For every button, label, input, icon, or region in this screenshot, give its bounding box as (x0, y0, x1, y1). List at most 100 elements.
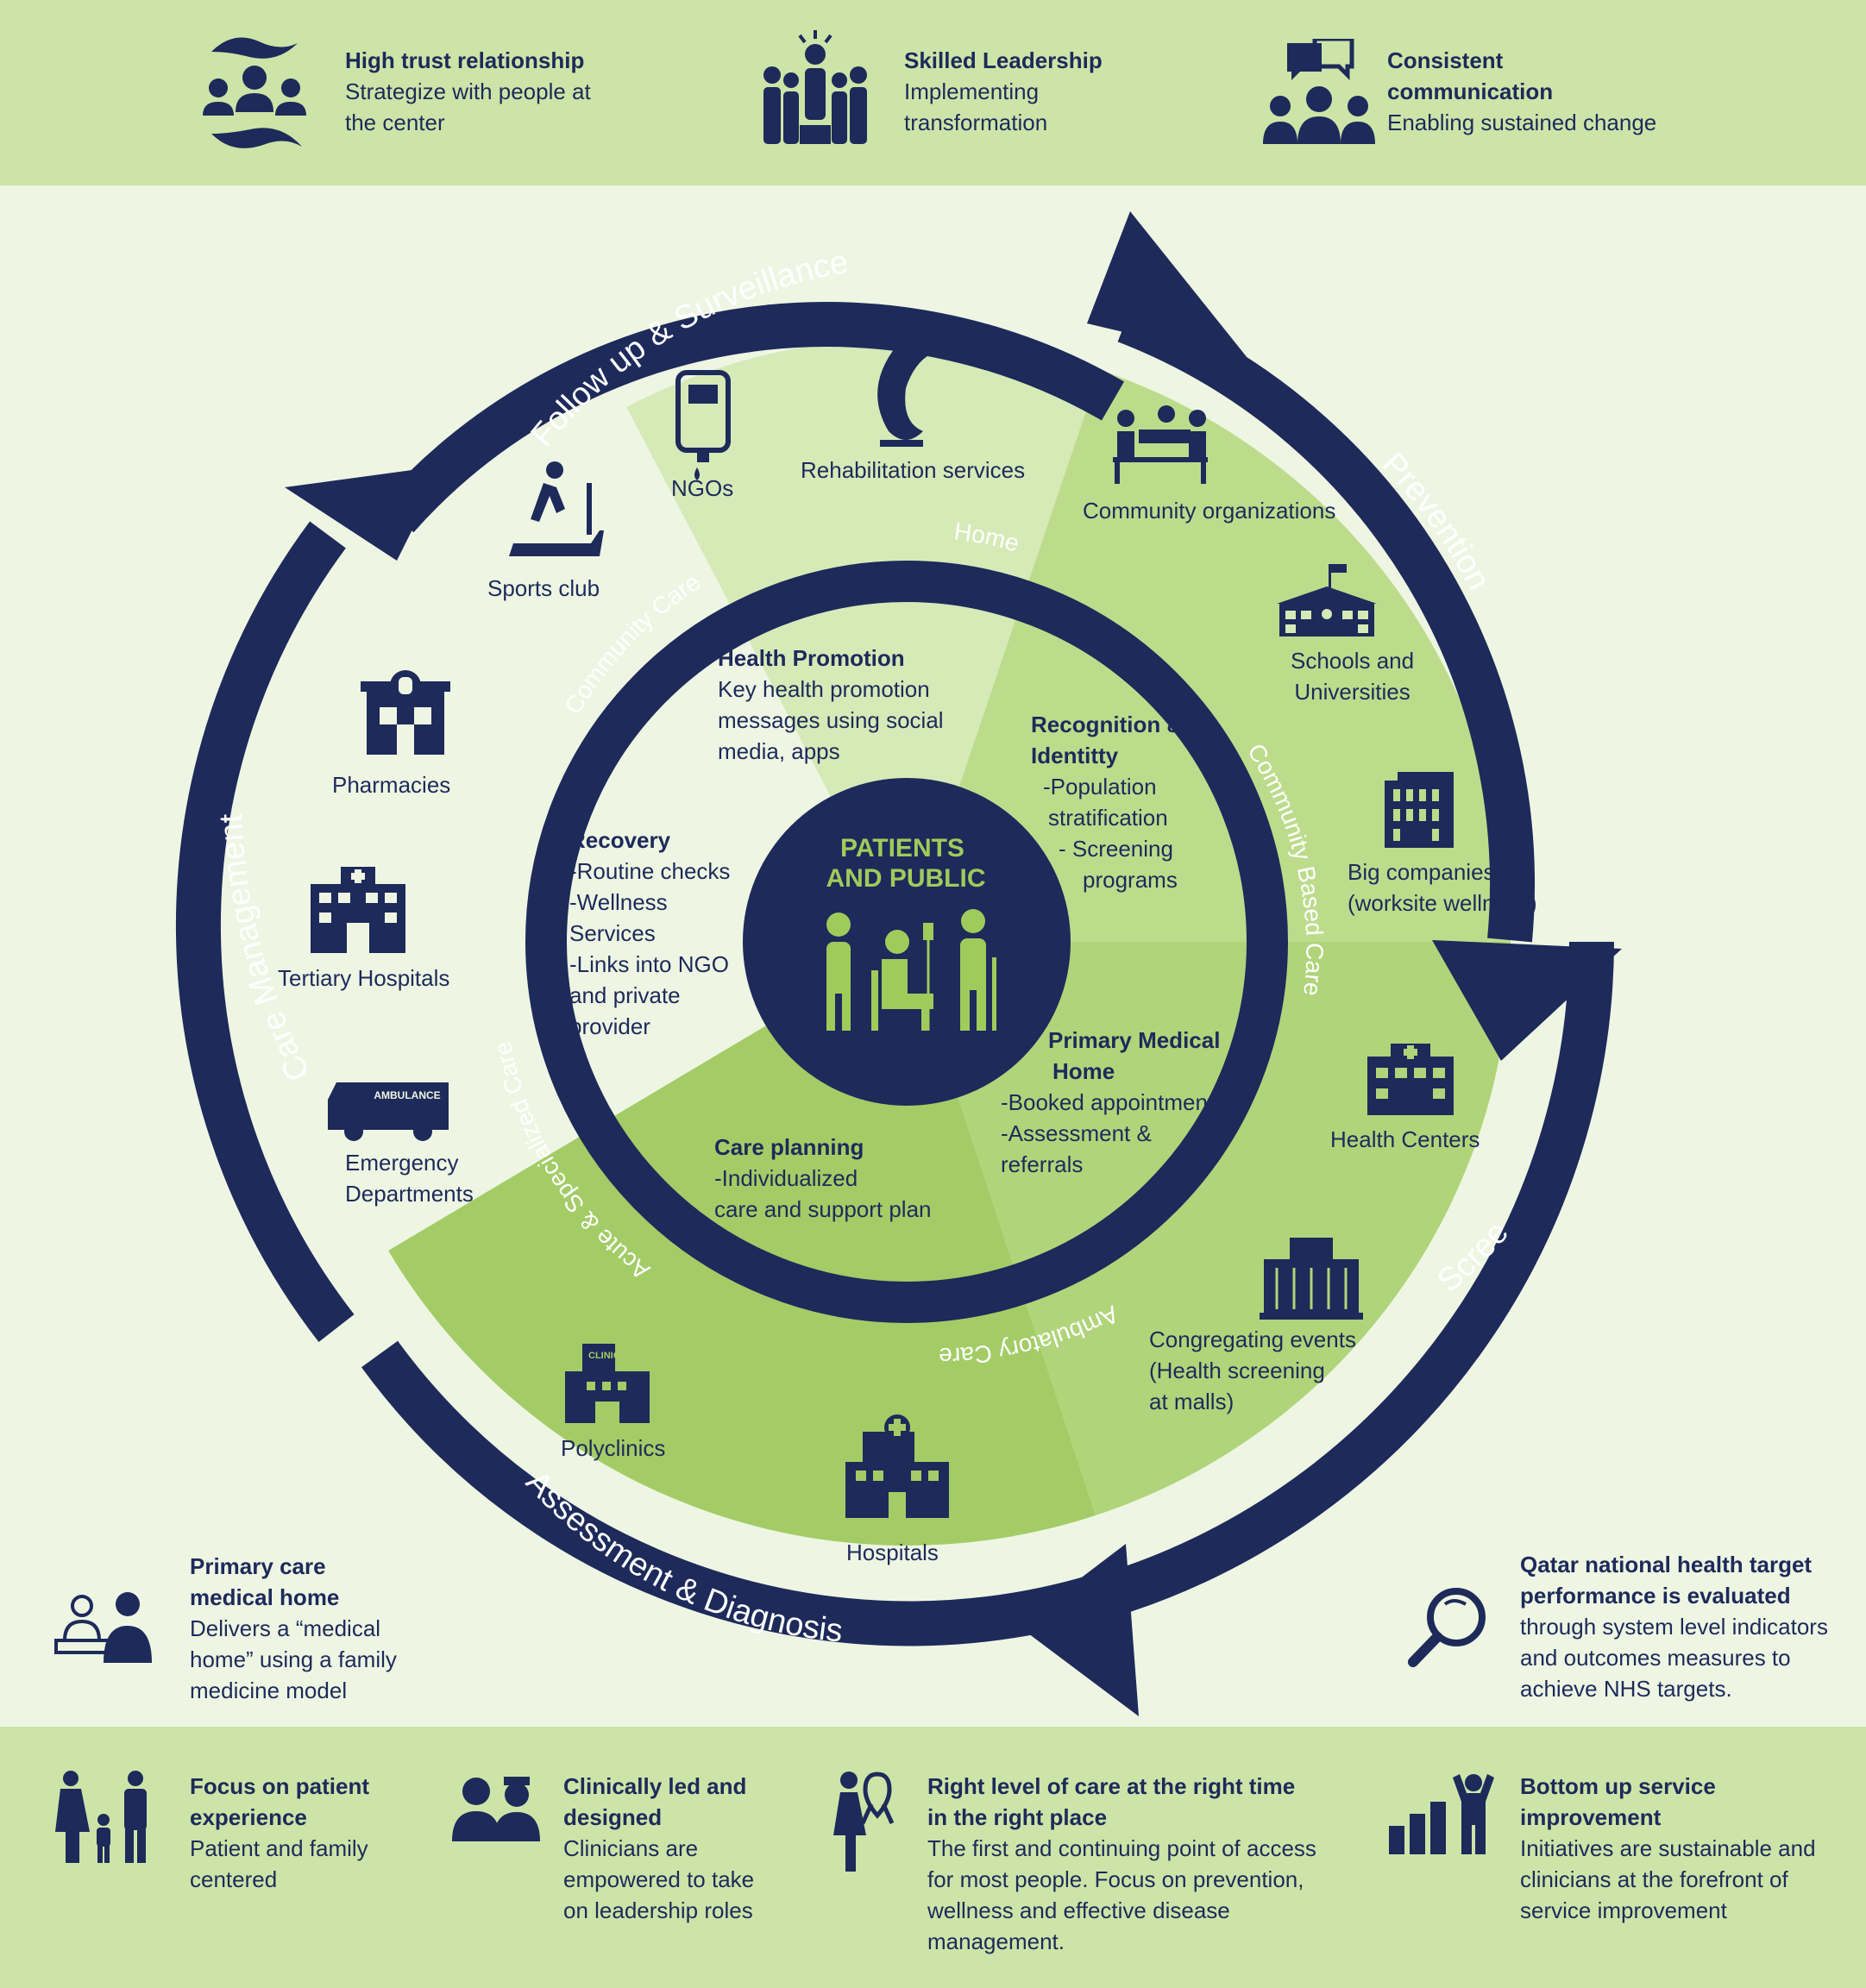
item-text: The first and continuing point of access (927, 1835, 1316, 1861)
center-title-2: AND PUBLIC (826, 864, 986, 893)
sector-title: Recovery (569, 827, 671, 853)
item-title: Clinically led and (563, 1773, 747, 1799)
label-line: Schools and (1291, 648, 1415, 674)
item-title: medical home (190, 1584, 340, 1610)
item-text: transformation (904, 110, 1048, 135)
item-title: High trust relationship (345, 47, 585, 73)
treadmill-icon (509, 461, 604, 556)
item-title: Bottom up service (1520, 1773, 1716, 1799)
sector-text: -Assessment & (1001, 1120, 1152, 1146)
sector-text: messages using social (718, 707, 944, 733)
item-text: management. (927, 1928, 1065, 1954)
clinic-sign: CLINIC (588, 1351, 620, 1361)
glucose-meter-icon (675, 370, 731, 480)
sector-recognition: Recognition & Identitty -Population stra… (1031, 709, 1183, 895)
label-rehabilitation: Rehabilitation services (801, 457, 1026, 483)
sector-text: -Wellness (569, 889, 668, 915)
label-line: Big companies (1348, 859, 1495, 885)
sector-text: -Individualized (714, 1165, 858, 1191)
label-hospitals: Hospitals (846, 1540, 939, 1565)
bottom-item-patient-experience: Focus on patient experience Patient and … (190, 1771, 369, 1895)
sector-text: -Booked appointment (1001, 1089, 1215, 1115)
sector-title: Health Promotion (718, 645, 905, 671)
sector-text: and private (569, 982, 681, 1008)
sector-text: Services (569, 920, 656, 946)
label-line: Universities (1294, 679, 1410, 705)
label-congregating-events: Congregating events (Health screening at… (1149, 1324, 1356, 1417)
label-schools: Schools and Universities (1291, 645, 1414, 707)
label-line: at malls) (1149, 1389, 1235, 1414)
ribbon-woman-icon (833, 1772, 895, 1872)
item-text: wellness and effective disease (927, 1897, 1230, 1923)
sector-text: -Links into NGO (569, 951, 729, 977)
center-title-1: PATIENTS (840, 834, 964, 862)
item-text: Implementing (904, 78, 1040, 104)
family-icon (55, 1771, 147, 1863)
patients-icon (826, 909, 996, 1031)
item-text: Delivers a “medical (190, 1615, 381, 1641)
magnifier-icon (1408, 1588, 1486, 1667)
sector-health-promotion: Health Promotion Key health promotion me… (718, 643, 944, 767)
sector-primary-medical-home: Primary Medical Home -Booked appointment… (1001, 1025, 1220, 1180)
item-title: Qatar national health target (1520, 1552, 1813, 1577)
label-emergency: Emergency Departments (345, 1147, 474, 1209)
sector-text: stratification (1048, 805, 1168, 831)
label-big-companies: Big companies (worksite wellness) (1348, 856, 1537, 919)
sector-title: Care planning (714, 1134, 864, 1160)
community-meeting-icon (1113, 405, 1208, 484)
school-icon (1277, 564, 1377, 637)
sector-text: -Routine checks (569, 858, 731, 884)
label-line: (worksite wellness) (1348, 890, 1537, 916)
sector-recovery: Recovery -Routine checks -Wellness Servi… (569, 825, 730, 1042)
item-text: Clinicians are (563, 1835, 699, 1861)
item-text: Strategize with people at (345, 78, 591, 104)
top-item-communication: Consistent communication Enabling sustai… (1387, 45, 1656, 138)
item-text: centered (190, 1866, 278, 1892)
label-health-centers: Health Centers (1330, 1126, 1480, 1152)
item-title: Primary care (190, 1553, 326, 1579)
bottom-item-clinically-led: Clinically led and designed Clinicians a… (563, 1771, 754, 1926)
item-text: the center (345, 110, 445, 135)
item-text: through system level indicators (1520, 1614, 1828, 1640)
sector-text: provider (569, 1013, 650, 1039)
improvement-bars-icon (1389, 1774, 1494, 1854)
top-item-leadership: Skilled Leadership Implementing transfor… (904, 45, 1103, 138)
sector-care-planning: Care planning -Individualized care and s… (714, 1132, 932, 1225)
item-text: clinicians at the forefront of (1520, 1866, 1788, 1892)
item-title: in the right place (927, 1804, 1108, 1830)
sector-title: Identitty (1031, 743, 1119, 768)
sector-text: media, apps (718, 738, 840, 764)
leadership-icon (763, 30, 867, 144)
office-building-icon (1385, 772, 1454, 848)
item-text: empowered to take (563, 1866, 755, 1892)
label-polyclinics: Polyclinics (561, 1435, 666, 1461)
sector-title: Primary Medical (1048, 1027, 1221, 1053)
ambulance-sign: AMBULANCE (374, 1089, 440, 1101)
top-band (0, 0, 1866, 185)
bottom-band (0, 1727, 1866, 1988)
item-title: communication (1387, 78, 1554, 104)
sector-title: Home (1052, 1058, 1115, 1084)
polyclinic-icon (565, 1344, 650, 1423)
item-text: on leadership roles (563, 1897, 753, 1923)
trust-people-icon (203, 37, 306, 148)
sector-text: care and support plan (714, 1196, 932, 1222)
item-text: achieve NHS targets. (1520, 1676, 1732, 1702)
item-title: Right level of care at the right time (927, 1773, 1296, 1799)
item-title: experience (190, 1804, 307, 1830)
rehabilitation-icon (877, 323, 932, 447)
sector-text: - Screening (1059, 836, 1173, 862)
item-title: improvement (1520, 1804, 1662, 1830)
item-text: medicine model (190, 1678, 348, 1703)
mid-item-primary-care: Primary care medical home Delivers a “me… (190, 1551, 397, 1706)
item-text: Enabling sustained change (1387, 110, 1657, 135)
label-tertiary-hospitals: Tertiary Hospitals (278, 965, 450, 991)
ambulance-icon: AMBULANCE (328, 1082, 449, 1141)
item-title: performance is evaluated (1520, 1583, 1791, 1609)
tertiary-hospital-icon (311, 867, 405, 953)
sector-text: -Population (1043, 774, 1157, 800)
mid-item-national-target: Qatar national health target performance… (1520, 1549, 1828, 1704)
label-ngos: NGOs (671, 475, 734, 501)
